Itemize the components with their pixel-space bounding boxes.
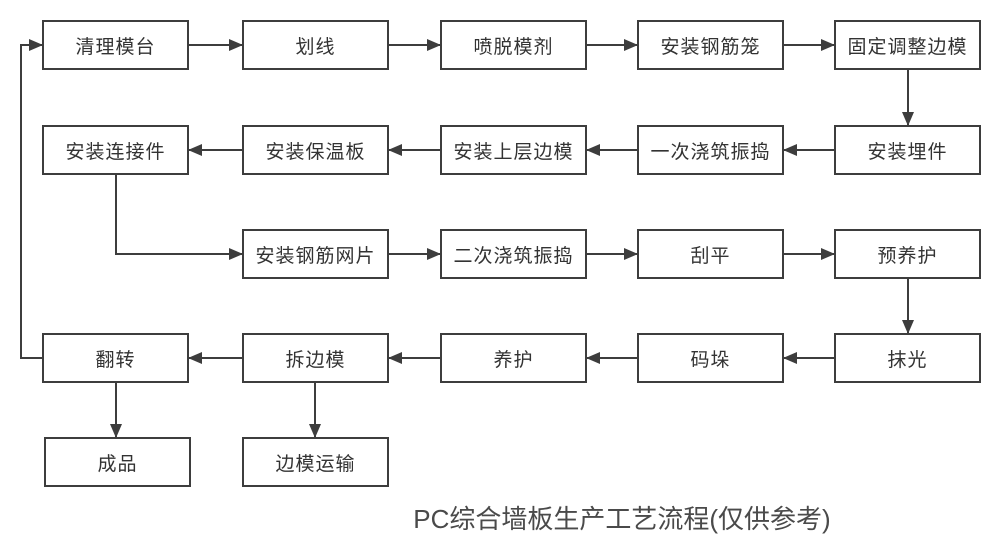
flow-node-stacking: 码垛 (637, 333, 784, 383)
flow-node-label: 安装钢筋笼 (660, 36, 761, 58)
flow-node-label: 安装保温板 (265, 141, 366, 163)
flow-node-label: 边模运输 (275, 453, 356, 475)
flow-node-side-mold-transport: 边模运输 (242, 437, 389, 487)
flow-node-label: 喷脱模剂 (473, 36, 554, 58)
flow-node-flip: 翻转 (42, 333, 189, 383)
flow-node-second-pour-vibrate: 二次浇筑振捣 (440, 229, 587, 279)
flow-node-label: 拆边模 (285, 349, 346, 371)
flow-node-label: 二次浇筑振捣 (453, 245, 574, 267)
flow-node-install-upper-side-mold: 安装上层边模 (440, 125, 587, 175)
flow-node-label: 一次浇筑振捣 (650, 141, 771, 163)
flow-connector-flip-to-clean-mold-table (20, 39, 43, 359)
flow-node-screed: 刮平 (637, 229, 784, 279)
flow-node-label: 安装连接件 (65, 141, 166, 163)
flow-node-spray-release-agent: 喷脱模剂 (440, 20, 587, 70)
flow-node-label: 划线 (295, 36, 336, 58)
flow-node-label: 刮平 (690, 245, 731, 267)
flow-node-install-rebar-mesh: 安装钢筋网片 (242, 229, 389, 279)
flow-node-label: 安装钢筋网片 (255, 245, 376, 267)
flow-node-label: 成品 (97, 453, 138, 475)
flow-node-label: 安装上层边模 (453, 141, 574, 163)
flow-node-remove-side-mold: 拆边模 (242, 333, 389, 383)
flow-node-first-pour-vibrate: 一次浇筑振捣 (637, 125, 784, 175)
flow-node-label: 码垛 (690, 349, 731, 371)
flow-node-install-connectors: 安装连接件 (42, 125, 189, 175)
flow-connector-install-connectors-to-install-rebar-mesh (115, 175, 243, 260)
flow-node-marking: 划线 (242, 20, 389, 70)
diagram-title: PC综合墙板生产工艺流程(仅供参考) (413, 504, 831, 534)
flow-node-label: 抹光 (887, 349, 928, 371)
flow-node-label: 安装埋件 (867, 141, 948, 163)
flow-node-install-insulation-board: 安装保温板 (242, 125, 389, 175)
flow-node-install-embedded-parts: 安装埋件 (834, 125, 981, 175)
flow-node-label: 预养护 (877, 245, 938, 267)
flow-node-label: 养护 (493, 349, 534, 371)
flow-node-fix-adjust-side-mold: 固定调整边模 (834, 20, 981, 70)
flow-node-troweling: 抹光 (834, 333, 981, 383)
flow-node-install-rebar-cage: 安装钢筋笼 (637, 20, 784, 70)
flow-node-label: 翻转 (95, 349, 136, 371)
flow-node-pre-curing: 预养护 (834, 229, 981, 279)
flow-node-curing: 养护 (440, 333, 587, 383)
flow-node-finished-product: 成品 (44, 437, 191, 487)
flow-node-clean-mold-table: 清理模台 (42, 20, 189, 70)
flow-node-label: 固定调整边模 (847, 36, 968, 58)
flow-node-label: 清理模台 (75, 36, 156, 58)
